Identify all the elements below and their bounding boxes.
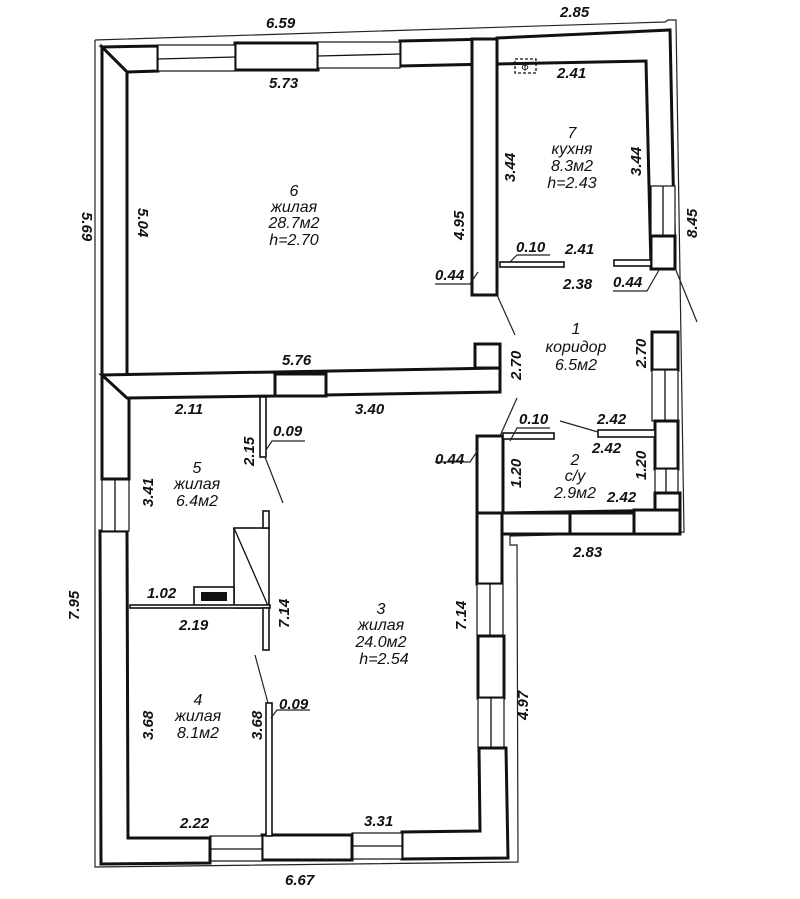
dim-room4-top: 2.19 [178, 617, 209, 634]
window-kitchen [650, 185, 676, 237]
room-height: h=2.43 [547, 175, 596, 192]
dimension-labels: 6.59 2.85 5.73 2.41 5.69 5.04 4.95 3.44 … [66, 4, 701, 889]
dim-bath-left: 1.20 [508, 458, 525, 488]
dim-room3-bottom: 3.31 [364, 813, 393, 830]
dim-room4-left: 3.68 [140, 710, 157, 740]
dim-room5-partition: 0.09 [273, 423, 303, 440]
room-area: 28.7м2 [267, 215, 319, 232]
dim-kitchen-partition: 0.10 [516, 239, 546, 256]
dim-right-outer-upper: 8.45 [684, 208, 701, 238]
dim-bath-bottom: 2.42 [606, 489, 637, 506]
dim-room6-bottom: 5.76 [282, 352, 312, 369]
svg-text:Ф: Ф [521, 63, 529, 74]
dim-room6-left: 5.04 [134, 208, 151, 238]
room-name: жилая [270, 199, 318, 216]
room-3-label: 3 жилая 24.0м2 h=2.54 [354, 601, 408, 668]
room-number: 2 [570, 452, 580, 469]
room-name: жилая [173, 476, 221, 493]
window-room3-2 [477, 697, 505, 749]
interior-walls [98, 37, 656, 837]
room-number: 4 [194, 692, 203, 709]
room-2-label: 2 с/у 2.9м2 [553, 452, 596, 502]
dim-room4-right: 3.68 [249, 710, 266, 740]
dim-room3-left: 7.14 [276, 598, 293, 628]
room-7-label: 7 кухня 8.3м2 h=2.43 [547, 125, 596, 192]
room-number: 5 [193, 460, 202, 477]
dim-bath-top-outer: 2.42 [596, 411, 627, 428]
room-name: с/у [565, 468, 586, 485]
dim-room5-right: 2.15 [241, 436, 258, 467]
dim-bottom-outer: 6.67 [285, 872, 315, 889]
leader-lines [254, 254, 698, 719]
room-name: жилая [174, 708, 222, 725]
window-corridor [651, 369, 679, 422]
dim-top-outer-left: 6.59 [266, 15, 296, 32]
dim-wall-left-kitchen: 0.44 [435, 267, 465, 284]
dim-kitchen-right: 3.44 [628, 146, 645, 176]
dim-bath-wall: 0.44 [435, 451, 465, 468]
meter-icon: Ф [514, 58, 537, 74]
dim-bath-top: 2.42 [591, 440, 622, 457]
outer-outline [94, 19, 685, 868]
room-area: 8.1м2 [177, 725, 219, 742]
dim-room4-bottom: 2.22 [179, 815, 210, 832]
dim-top-outer-right: 2.85 [559, 4, 590, 21]
room-height: h=2.70 [269, 232, 318, 249]
window-bath [654, 468, 679, 494]
window-bottom-2 [351, 832, 403, 860]
dim-right-outer-lower: 4.97 [515, 690, 532, 721]
dim-stove-width: 1.02 [147, 585, 177, 602]
room-number: 6 [290, 183, 299, 200]
dim-room3-right: 7.14 [453, 600, 470, 630]
dim-wall-right-kitchen: 0.44 [613, 274, 643, 291]
dim-room5-top: 2.11 [174, 401, 203, 418]
dim-kitchen-top: 2.41 [556, 65, 586, 82]
window-top-1 [157, 44, 236, 72]
room-name: коридор [546, 339, 607, 356]
window-top-2 [317, 41, 401, 69]
room-area: 6.4м2 [176, 493, 218, 510]
window-bottom-1 [209, 835, 263, 862]
room-area: 2.9м2 [553, 485, 596, 502]
room-height: h=2.54 [359, 651, 408, 668]
room-number: 7 [568, 125, 578, 142]
room-number: 1 [572, 321, 581, 338]
dim-bath-right: 1.20 [633, 450, 650, 480]
room-area: 24.0м2 [354, 634, 406, 651]
window-room5 [101, 478, 130, 532]
dim-corridor-left: 2.70 [508, 350, 525, 381]
dim-bath-partition: 0.10 [519, 411, 549, 428]
dim-left-outer-lower: 7.95 [66, 590, 83, 620]
dim-room6-right: 4.95 [451, 210, 468, 241]
room-5-label: 5 жилая 6.4м2 [173, 460, 221, 510]
dim-room6-top: 5.73 [269, 75, 299, 92]
dim-room3-top: 3.40 [355, 401, 385, 418]
room-1-label: 1 коридор 6.5м2 [546, 321, 607, 374]
dim-corridor-top: 2.38 [562, 276, 593, 293]
room-4-label: 4 жилая 8.1м2 [174, 692, 222, 742]
dim-room5-left: 3.41 [140, 478, 157, 507]
room-6-label: 6 жилая 28.7м2 h=2.70 [267, 183, 319, 249]
dim-left-outer-upper: 5.69 [78, 212, 95, 242]
dim-room4-partition: 0.09 [279, 696, 309, 713]
room-area: 8.3м2 [551, 158, 593, 175]
room-area: 6.5м2 [555, 357, 597, 374]
window-room3-1 [476, 583, 504, 637]
room-name: жилая [357, 617, 405, 634]
dim-kitchen-bottom: 2.41 [564, 241, 594, 258]
room-labels: 6 жилая 28.7м2 h=2.70 7 кухня 8.3м2 h=2.… [173, 125, 607, 742]
room-name: кухня [552, 141, 593, 158]
dim-kitchen-left: 3.44 [502, 152, 519, 182]
dim-corridor-right: 2.70 [633, 338, 650, 369]
room-number: 3 [377, 601, 386, 618]
dim-step-outer: 2.83 [572, 544, 603, 561]
